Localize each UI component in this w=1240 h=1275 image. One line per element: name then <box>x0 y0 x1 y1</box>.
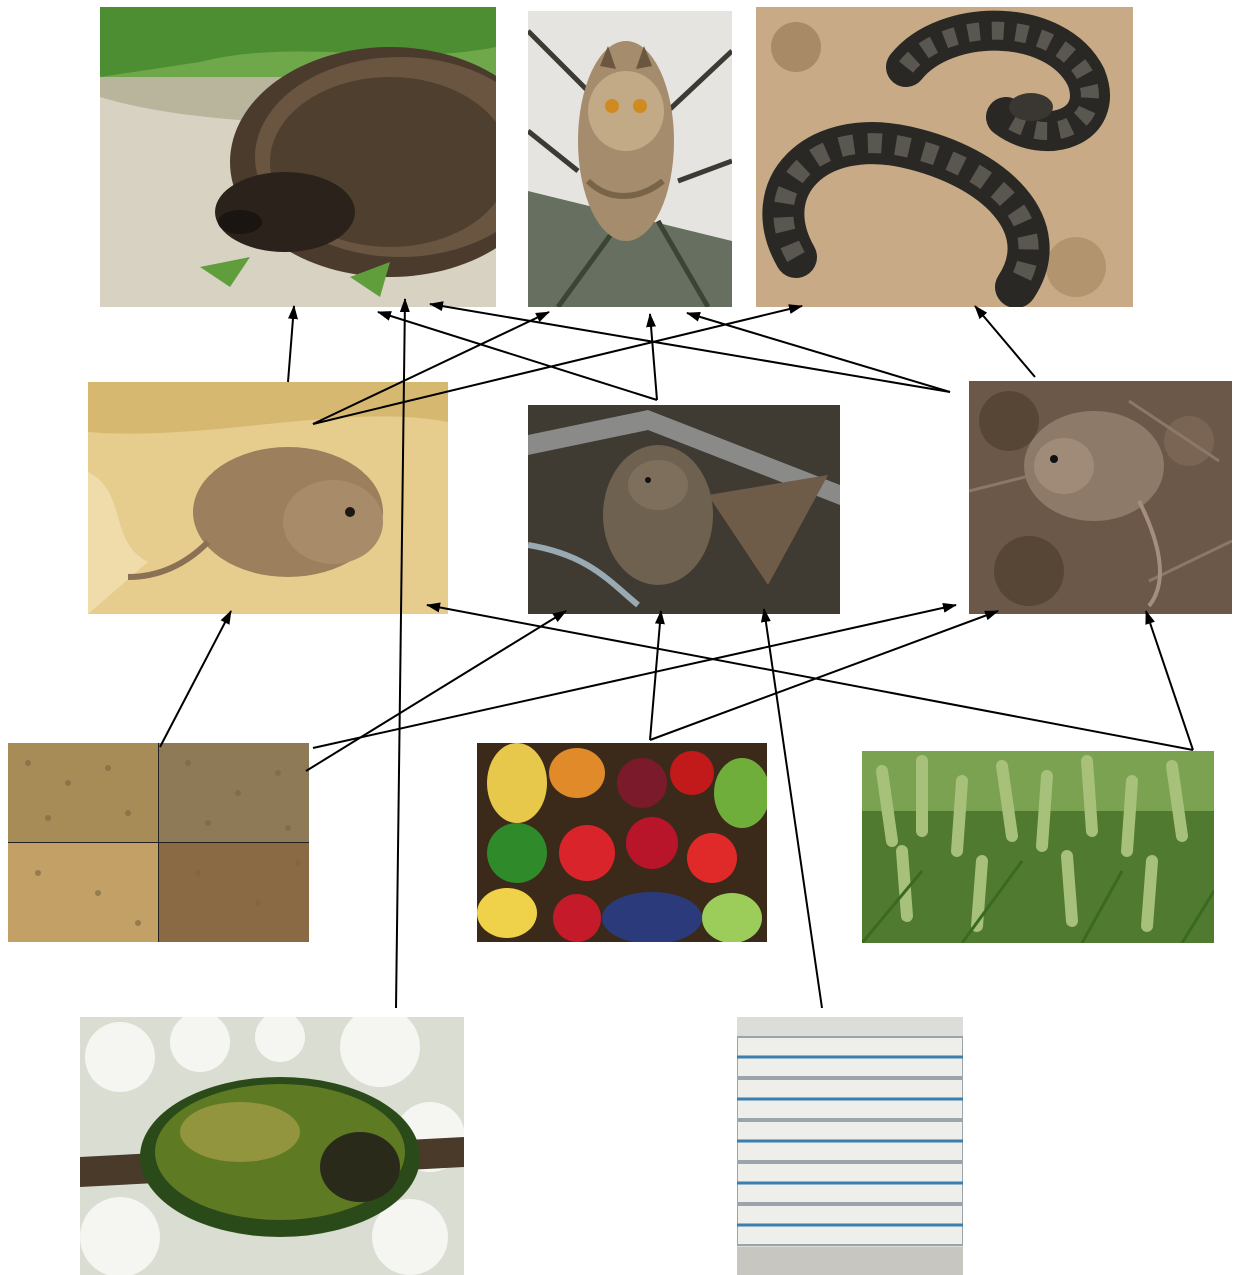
arrow-vegetables-to-rat <box>650 611 661 740</box>
arrow-field-mouse-to-hedgehog <box>430 304 950 392</box>
vole-icon <box>88 382 448 614</box>
arrow-vegetables-to-field-mouse <box>650 611 998 740</box>
hedgehog-node <box>100 7 496 307</box>
rat-icon <box>528 405 840 614</box>
arrow-warehouse-to-rat <box>764 609 822 1008</box>
field-mouse-node <box>969 381 1232 614</box>
warehouse-icon <box>737 1017 963 1275</box>
arrow-grains-to-vole <box>160 611 231 747</box>
viper-node <box>756 7 1133 307</box>
wheat-icon <box>862 751 1214 943</box>
arrow-vole-to-hedgehog <box>288 306 294 382</box>
hedgehog-icon <box>100 7 496 307</box>
wheat-node <box>862 751 1214 943</box>
grains-icon <box>8 743 309 942</box>
vole-node <box>88 382 448 614</box>
vegetables-node <box>477 743 767 942</box>
rat-node <box>528 405 840 614</box>
arrow-grains-to-field-mouse <box>313 605 956 748</box>
field-mouse-icon <box>969 381 1232 614</box>
arrow-field-mouse-to-owl <box>687 313 950 392</box>
viper-icon <box>756 7 1133 307</box>
warehouse-node <box>737 1017 963 1275</box>
arrow-wheat-to-field-mouse <box>1146 611 1193 750</box>
vegetables-icon <box>477 743 767 942</box>
arrow-rat-to-owl <box>650 314 657 400</box>
owl-node <box>528 11 732 307</box>
arrow-field-mouse-to-viper <box>975 306 1035 377</box>
owl-icon <box>528 11 732 307</box>
grains-node <box>8 743 309 942</box>
beetle-node <box>80 1017 464 1275</box>
arrow-wheat-to-vole <box>427 605 1193 750</box>
beetle-icon <box>80 1017 464 1275</box>
